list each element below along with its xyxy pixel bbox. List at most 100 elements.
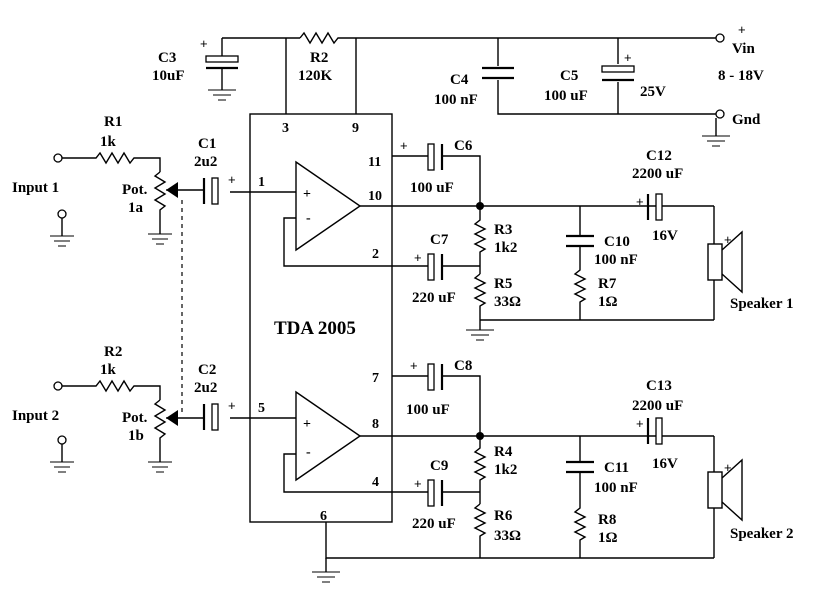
pin-4: 4	[372, 475, 379, 490]
ch1-r1-name: R1	[104, 114, 122, 130]
pin-10: 10	[368, 189, 382, 204]
c3-value: 10uF	[152, 68, 185, 84]
ch1-c6-plus: +	[400, 138, 408, 153]
ic-name: TDA 2005	[274, 318, 356, 339]
gnd-terminal[interactable]	[715, 109, 725, 119]
input-1-ground-terminal[interactable]	[57, 209, 67, 219]
ch2-c9-name: C9	[430, 458, 448, 474]
ch2-c13-value: 2200 uF	[632, 398, 683, 414]
ch2-pot-value: 1b	[128, 428, 144, 444]
ch2-c11-value: 100 nF	[594, 480, 638, 496]
opamp-1-minus: -	[306, 211, 311, 226]
r2-top-value: 120K	[298, 68, 333, 84]
ch2-r4-value: 1k2	[494, 462, 517, 478]
ch1-r7-value: 1Ω	[598, 294, 618, 310]
pin-9: 9	[352, 121, 359, 136]
pin-3: 3	[282, 121, 289, 136]
pin-2: 2	[372, 247, 379, 262]
ch2-c2-name: C2	[198, 362, 216, 378]
ch1-r5-value: 33Ω	[494, 294, 521, 310]
c5-plus-sign: +	[624, 50, 632, 65]
c5-value: 100 uF	[544, 88, 588, 104]
c3-plus-sign: +	[200, 36, 208, 51]
input-2-terminal[interactable]	[53, 381, 63, 391]
pin-5: 5	[258, 401, 265, 416]
speaker-1-label: Speaker 1	[730, 296, 793, 312]
pin-7: 7	[372, 371, 379, 386]
opamp-1	[230, 160, 714, 267]
c5-capacitor	[601, 65, 635, 82]
ch1-input-network	[50, 151, 219, 247]
vin-terminal[interactable]	[715, 33, 725, 43]
gnd-label: Gnd	[732, 112, 761, 128]
supply-range-label: 8 - 18V	[718, 68, 764, 84]
c5-name: C5	[560, 68, 578, 84]
ch2-r2-value: 1k	[100, 362, 117, 378]
ch2-c13-rating: 16V	[652, 456, 678, 472]
ch2-r6-value: 33Ω	[494, 528, 521, 544]
ch2-c2-value: 2u2	[194, 380, 217, 396]
supply-rail	[222, 33, 730, 147]
opamp-2-minus: -	[306, 445, 311, 460]
ch1-r7-name: R7	[598, 276, 617, 292]
pin-6: 6	[320, 509, 327, 524]
opamp-2	[230, 390, 714, 493]
ch2-c8-value: 100 uF	[406, 402, 450, 418]
ch2-r8-value: 1Ω	[598, 530, 618, 546]
pin-11: 11	[368, 155, 381, 170]
ch1-output-network	[392, 143, 715, 341]
opamp-2-plus: +	[303, 417, 311, 432]
ch1-input-label: Input 1	[12, 180, 59, 196]
ch1-c1-value: 2u2	[194, 154, 217, 170]
ch2-c9-plus: +	[414, 476, 422, 491]
ch1-c1-plus: +	[228, 172, 236, 187]
c4-name: C4	[450, 72, 469, 88]
ch1-r1-value: 1k	[100, 134, 117, 150]
ch1-c1-name: C1	[198, 136, 216, 152]
ch1-r3-value: 1k2	[494, 240, 517, 256]
ch1-pot-name: Pot.	[122, 182, 148, 198]
ch2-r8-name: R8	[598, 512, 616, 528]
input-1-terminal[interactable]	[53, 153, 63, 163]
vin-plus-sign: +	[738, 22, 746, 37]
c3-capacitor	[205, 38, 239, 101]
ch1-c10-name: C10	[604, 234, 630, 250]
ch2-r4-name: R4	[494, 444, 513, 460]
ch1-c7-value: 220 uF	[412, 290, 456, 306]
ch2-output-network	[312, 363, 715, 583]
speaker-1-plus: +	[724, 232, 732, 247]
ch2-c13-name: C13	[646, 378, 672, 394]
speaker-2-plus: +	[724, 460, 732, 475]
ch2-input-network	[50, 379, 219, 473]
ch1-r3-name: R3	[494, 222, 512, 238]
ch2-c8-plus: +	[410, 358, 418, 373]
r2-120k-resistor	[285, 31, 357, 114]
speaker-2-label: Speaker 2	[730, 526, 793, 542]
ch1-r5-name: R5	[494, 276, 512, 292]
opamp-1-plus: +	[303, 187, 311, 202]
speaker-2	[707, 458, 743, 522]
c4-value: 100 nF	[434, 92, 478, 108]
ch1-c12-value: 2200 uF	[632, 166, 683, 182]
ch2-input-label: Input 2	[12, 408, 59, 424]
ch1-pot-value: 1a	[128, 200, 144, 216]
ch2-r2-name: R2	[104, 344, 122, 360]
ch2-c11-name: C11	[604, 460, 629, 476]
ch1-c10-value: 100 nF	[594, 252, 638, 268]
c3-name: C3	[158, 50, 176, 66]
pin-1: 1	[258, 175, 265, 190]
ch2-pot-name: Pot.	[122, 410, 148, 426]
ch1-c6-name: C6	[454, 138, 473, 154]
ch1-c6-value: 100 uF	[410, 180, 454, 196]
input-2-ground-terminal[interactable]	[57, 435, 67, 445]
c5-rating: 25V	[640, 84, 666, 100]
ch1-c12-name: C12	[646, 148, 672, 164]
ch2-c2-plus: +	[228, 398, 236, 413]
c4-capacitor	[482, 66, 514, 80]
ch1-c7-name: C7	[430, 232, 449, 248]
r2-top-name: R2	[310, 50, 328, 66]
ch1-c12-plus: +	[636, 194, 644, 209]
ch2-c9-value: 220 uF	[412, 516, 456, 532]
